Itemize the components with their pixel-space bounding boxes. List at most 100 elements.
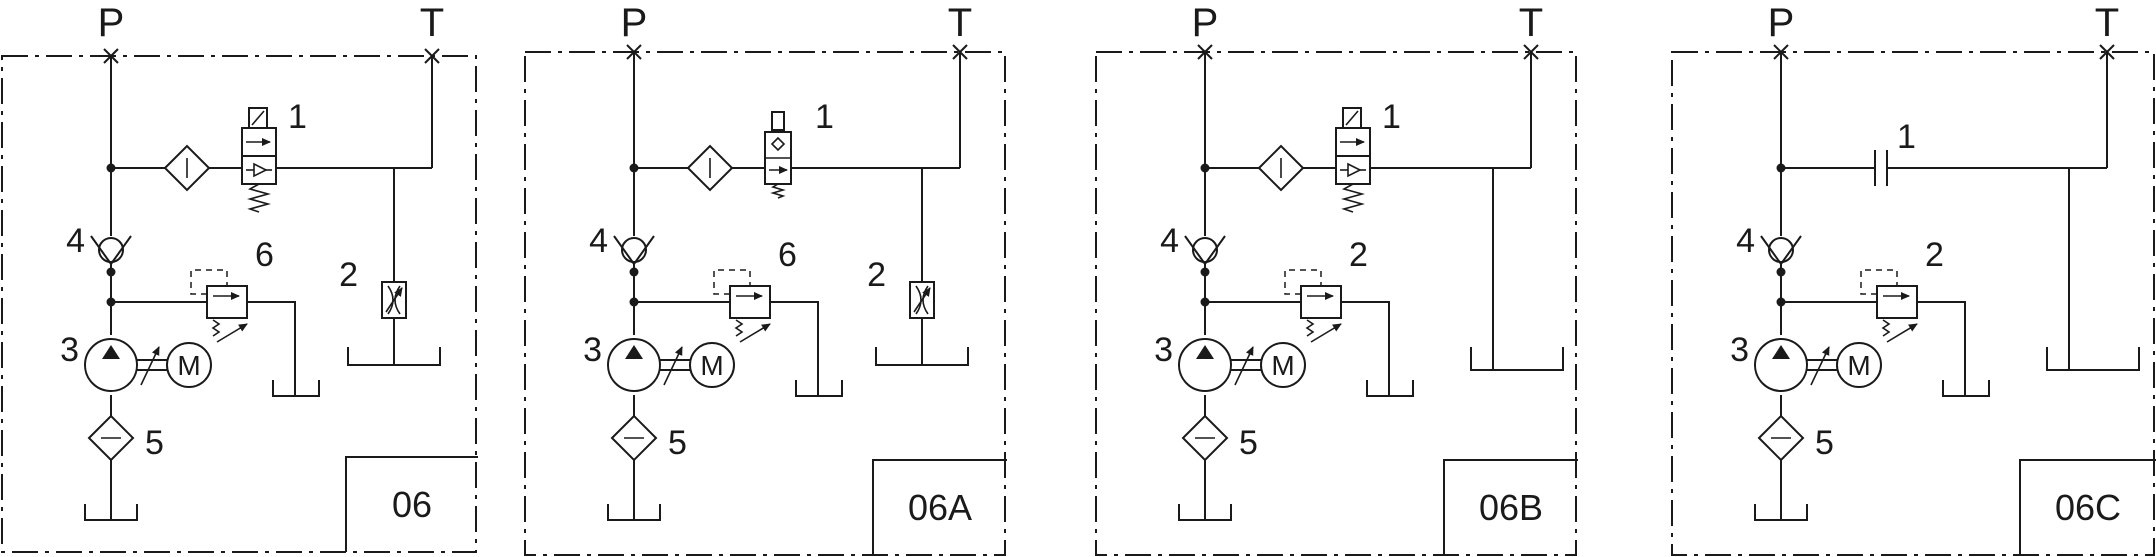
code-box (1443, 459, 1578, 555)
motor-icon (689, 342, 735, 388)
port-p-label: P (98, 1, 125, 45)
check-valve-label: 4 (1160, 222, 1179, 260)
check-valve-label: 4 (66, 222, 85, 260)
spring-icon (1881, 319, 1891, 337)
suction-filter-label: 5 (1239, 424, 1258, 462)
port-t-label: T (1519, 1, 1543, 45)
motor-label: M (1271, 350, 1294, 381)
poppet-icon (770, 136, 786, 152)
port-t-label: T (948, 1, 972, 45)
pilot-line (713, 269, 751, 295)
check-valve-label: 4 (589, 222, 608, 260)
check-ball-icon (1768, 237, 1794, 263)
port-p-label: P (1768, 1, 1795, 45)
junction-dot (1200, 267, 1210, 277)
relief-return (770, 301, 819, 396)
solenoid-icon (771, 111, 785, 131)
suction-filter-label: 5 (1815, 424, 1834, 462)
junction-dot (106, 267, 116, 277)
reservoir-icon (1942, 380, 1990, 397)
pump-label: 3 (1154, 331, 1173, 369)
throttle-label: 2 (867, 256, 886, 294)
motor-icon (1836, 342, 1882, 388)
valve-label: 1 (288, 98, 307, 136)
relief-valve-label: 6 (255, 236, 274, 274)
motor-label: M (177, 350, 200, 381)
schematic-06C: 06C P T 1 4 2M 3 5 (1671, 1, 2156, 556)
code-box (2019, 459, 2156, 555)
relief-valve-icon (1876, 285, 1918, 319)
relief-valve-label: 2 (1925, 236, 1944, 274)
reservoir-icon (2046, 347, 2140, 371)
reservoir-icon (795, 380, 843, 397)
pump-icon (84, 338, 138, 392)
code-box (345, 456, 478, 552)
reservoir-icon (1366, 380, 1414, 397)
pump-icon (1754, 338, 1808, 392)
relief-valve-label: 2 (1349, 236, 1368, 274)
relief-return (1917, 301, 1966, 396)
pump-icon (607, 338, 661, 392)
spring-icon (734, 319, 744, 337)
relief-return (247, 301, 296, 396)
pump-icon (1178, 338, 1232, 392)
relief-valve-icon (206, 285, 248, 319)
spring-icon (211, 319, 221, 337)
circuit-code: 06A (908, 487, 972, 528)
port-p-label: P (621, 1, 648, 45)
relief-valve-label: 6 (778, 236, 797, 274)
valve-label: 1 (815, 98, 834, 136)
check-seat (613, 235, 655, 266)
schematic-06: 06 P T 1 2 4 6M 3 5 (1, 1, 478, 553)
check-valve-label: 4 (1736, 222, 1755, 260)
check-ball-icon (98, 237, 124, 263)
code-box (872, 459, 1007, 555)
main-reservoir-icon (84, 504, 138, 521)
reservoir-icon (347, 347, 441, 366)
motor-icon (166, 342, 212, 388)
port-t-label: T (420, 1, 444, 45)
pump-label: 3 (60, 331, 79, 369)
main-reservoir-icon (1754, 504, 1808, 521)
pilot-line (1284, 269, 1322, 295)
check-ball-icon (621, 237, 647, 263)
boundary-frame (1, 55, 477, 553)
reservoir-icon (1470, 347, 1564, 371)
motor-label: M (1847, 350, 1870, 381)
check-seat (1760, 235, 1802, 266)
port-p-label: P (1192, 1, 1219, 45)
pilot-line (190, 269, 228, 295)
boundary-frame (524, 51, 1006, 556)
pump-label: 3 (583, 331, 602, 369)
port-t-label: T (2095, 1, 2119, 45)
pilot-line (1860, 269, 1898, 295)
pump-label: 3 (1730, 331, 1749, 369)
spring-icon (1305, 319, 1315, 337)
check-seat (90, 235, 132, 266)
suction-filter-label: 5 (668, 424, 687, 462)
throttle-label: 2 (339, 256, 358, 294)
circuit-code: 06C (2055, 487, 2121, 528)
pump-triangle (1196, 345, 1214, 359)
junction-dot (1776, 267, 1786, 277)
junction-dot (629, 267, 639, 277)
spring-icon (247, 183, 271, 213)
check-seat (1184, 235, 1226, 266)
reservoir-icon (272, 380, 320, 397)
pump-triangle (102, 345, 120, 359)
motor-icon (1260, 342, 1306, 388)
circuit-code: 06B (1479, 487, 1543, 528)
pump-triangle (625, 345, 643, 359)
check-ball-icon (1192, 237, 1218, 263)
spring-icon (1341, 183, 1365, 213)
valve-label: 1 (1382, 98, 1401, 136)
circuit-code: 06 (392, 484, 432, 525)
schematic-06A: 06A P T 1 2 4 6M 3 5 (524, 1, 1007, 556)
boundary-frame (1671, 51, 2155, 556)
valve-label: 1 (1897, 118, 1916, 156)
suction-filter-label: 5 (145, 424, 164, 462)
spring-icon (770, 183, 786, 199)
reservoir-icon (875, 347, 969, 366)
motor-label: M (700, 350, 723, 381)
